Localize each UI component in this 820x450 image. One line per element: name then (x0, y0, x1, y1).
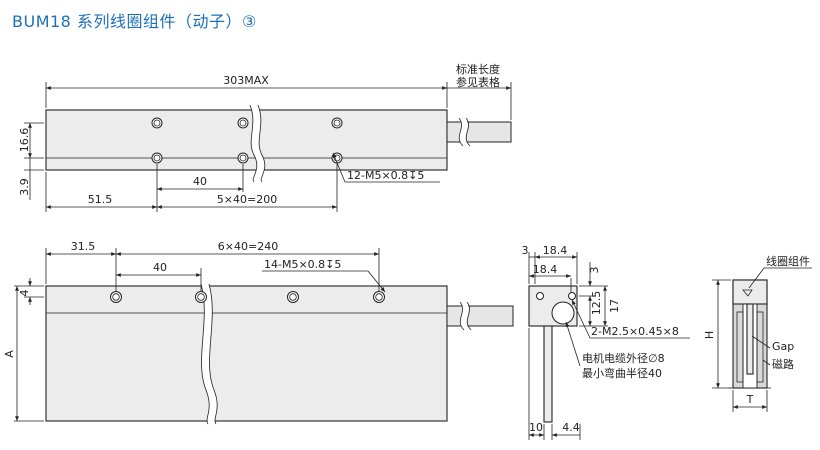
label-std-length-2: 参见表格 (456, 75, 500, 89)
label-40-front: 40 (153, 261, 167, 274)
front-cable-break-gap (460, 300, 470, 333)
label-hole-note-top: 12-M5×0.8↧5 (347, 169, 424, 182)
front-hole-inner (112, 293, 120, 301)
front-break-line-2 (208, 283, 218, 425)
top-hole (331, 117, 343, 129)
top-hole (151, 117, 163, 129)
top-hole (151, 152, 163, 164)
front-hole (373, 291, 385, 303)
label-3-right: 3 (588, 267, 601, 274)
label-magnet-circuit: 磁路 (772, 358, 794, 371)
front-hole-inner (197, 293, 205, 301)
top-break-line-2 (257, 104, 266, 183)
label-std-length-1: 标准长度 (456, 62, 500, 76)
page-title: BUM18 系列线圈组件（动子）③ (12, 12, 257, 31)
leader-magnet (762, 359, 771, 366)
label-40: 40 (193, 175, 207, 188)
label-4: 4 (18, 290, 31, 297)
label-18-4-top: 18.4 (543, 244, 568, 257)
side-stem (543, 325, 553, 423)
label-18-4: 18.4 (533, 263, 558, 276)
label-12-5: 12.5 (590, 291, 603, 316)
top-break-gap (250, 103, 265, 185)
top-hole-inner (153, 119, 161, 127)
front-view: 31.5 6×40=240 40 14-M5×0.8↧5 4 A (3, 240, 514, 426)
coil-blade (746, 303, 754, 375)
label-17: 17 (608, 299, 621, 313)
front-plate (45, 285, 448, 422)
side-small-hole (536, 292, 544, 300)
label-cable-note-1: 电机电缆外径∅8 (582, 351, 665, 365)
side-cable-circle (551, 301, 575, 325)
label-cable-note-2: 最小弯曲半径40 (582, 366, 662, 380)
label-303max: 303MAX (223, 74, 269, 87)
top-hole-inner (239, 154, 247, 162)
section-view: 线圈组件 Gap 磁路 H T (703, 254, 812, 412)
magnet-left (736, 311, 744, 383)
top-hole (237, 152, 249, 164)
leader-cable (565, 321, 581, 367)
leader-hole-note (332, 152, 346, 183)
leader-side-hole (571, 299, 591, 339)
front-cable (446, 305, 514, 327)
label-5x40: 5×40=200 (217, 193, 277, 206)
top-break-line-1 (249, 104, 258, 183)
top-hole-inner (333, 119, 341, 127)
front-cable-break-2 (466, 301, 472, 331)
magnet-right (756, 311, 764, 383)
label-3: 3 (522, 244, 529, 257)
front-break-line-1 (200, 283, 210, 425)
label-A: A (3, 350, 16, 358)
coil-head-detail (742, 289, 753, 297)
top-hole (237, 117, 249, 129)
label-16-6: 16.6 (18, 128, 31, 153)
side-view: 3 18.4 18.4 3 12.5 17 2-M2.5×0.45×8 电机电缆… (522, 244, 690, 440)
label-51-5: 51.5 (88, 193, 113, 206)
top-hole-inner (239, 119, 247, 127)
front-hole (110, 291, 122, 303)
top-cable (446, 121, 512, 143)
label-31-5: 31.5 (71, 240, 96, 253)
label-hole-note-front: 14-M5×0.8↧5 (264, 258, 341, 271)
top-cable-break-gap (459, 116, 469, 149)
top-cable-break-1 (458, 117, 464, 147)
label-side-hole-note: 2-M2.5×0.45×8 (591, 325, 679, 338)
label-3-9: 3.9 (18, 178, 31, 196)
front-hole-inner (289, 293, 297, 301)
front-hole (195, 291, 207, 303)
label-4-4: 4.4 (562, 421, 580, 434)
label-coil-assembly: 线圈组件 (766, 254, 810, 268)
leader-coil (748, 267, 765, 289)
side-small-hole (568, 292, 576, 300)
label-T: T (746, 393, 754, 406)
leader-gap (751, 335, 771, 349)
top-cable-break-2 (465, 117, 471, 147)
front-break-gap (201, 283, 217, 426)
front-cable-break-1 (459, 301, 465, 331)
label-6x40: 6×40=240 (218, 240, 278, 253)
leader-front-hole (367, 270, 386, 293)
label-10: 10 (529, 421, 543, 434)
coil-head (732, 279, 768, 305)
label-gap: Gap (772, 340, 794, 353)
front-hole-inner (375, 293, 383, 301)
label-H: H (703, 331, 716, 339)
front-hole (287, 291, 299, 303)
top-hole-inner (153, 154, 161, 162)
top-view: 303MAX 标准长度 参见表格 16.6 3.9 40 51.5 5×40=2… (18, 62, 512, 212)
